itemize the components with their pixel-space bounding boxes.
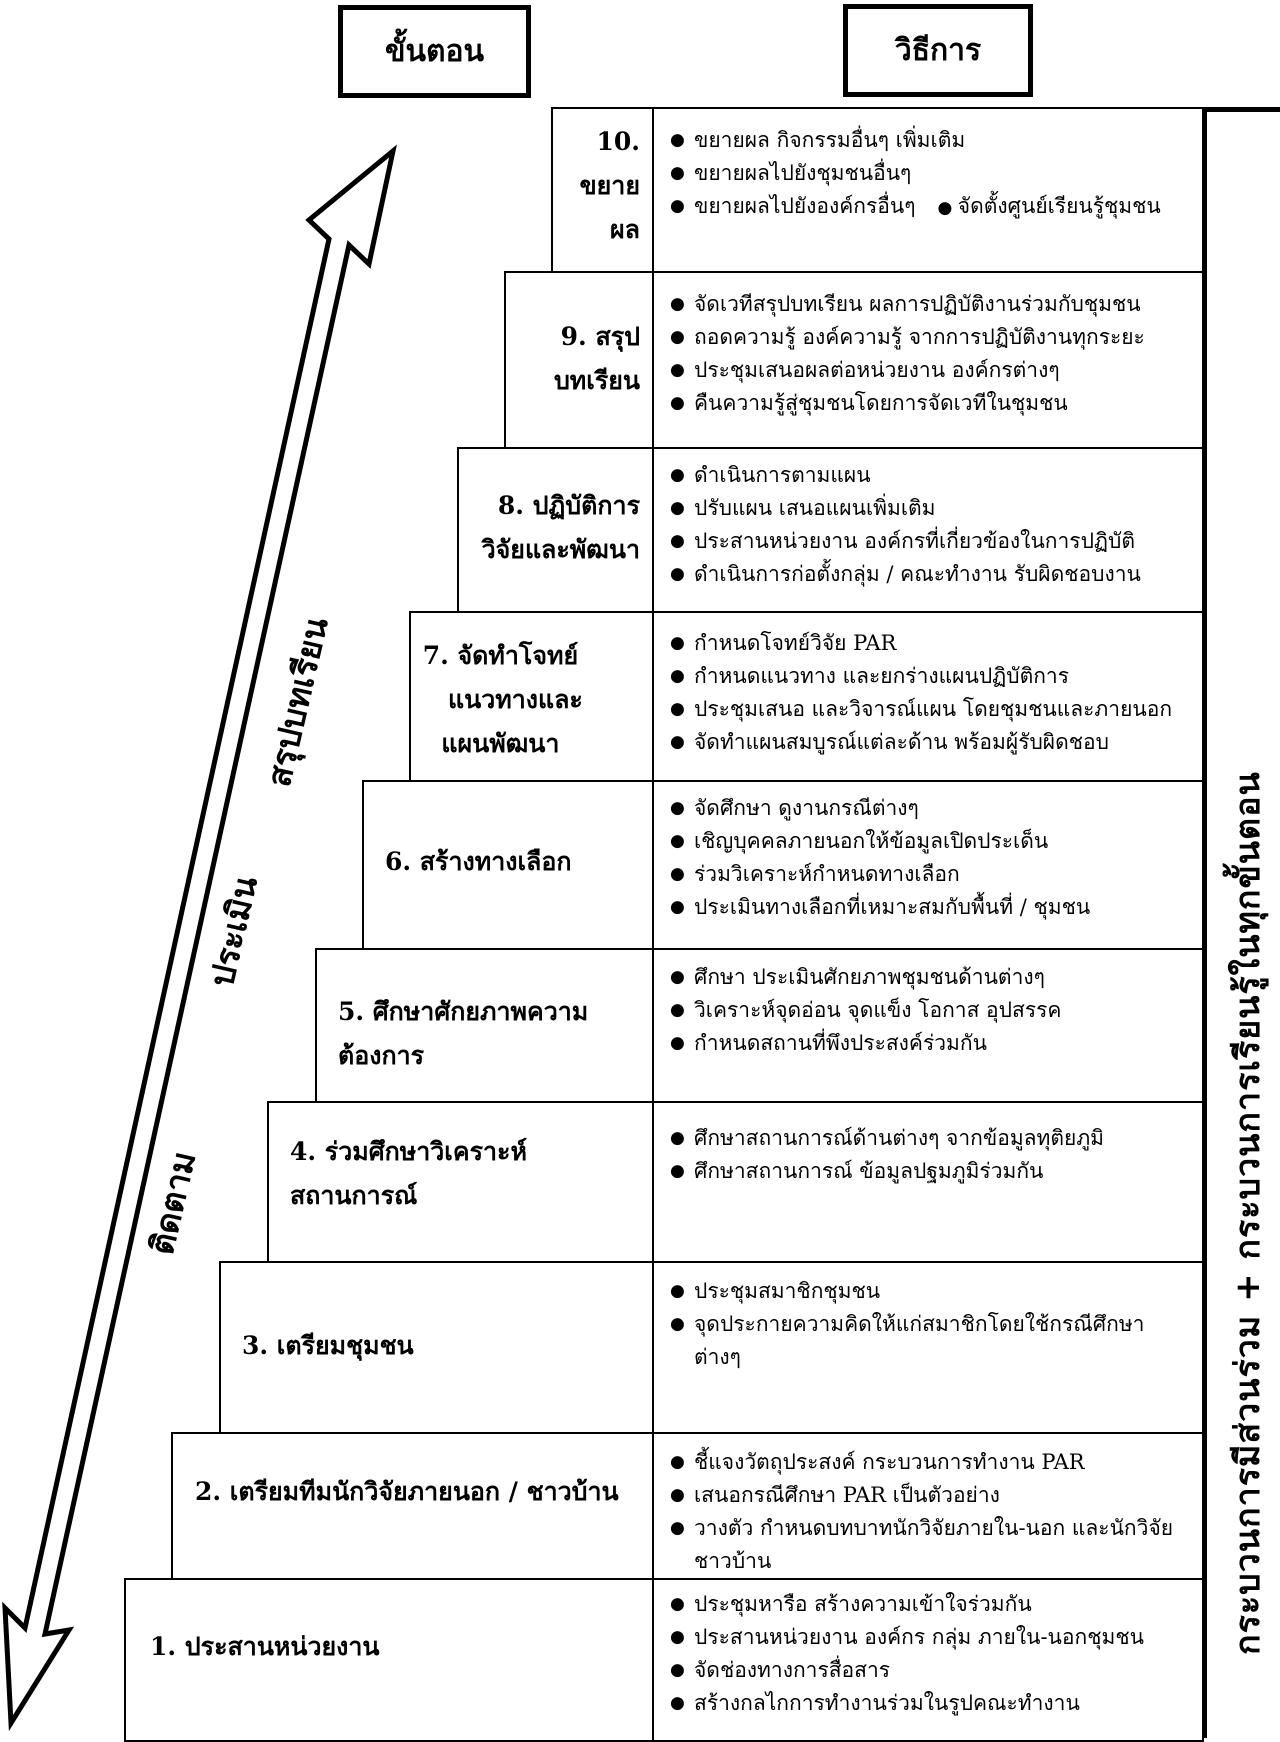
step-title-line: ขยาย [579,171,640,200]
method-item: กำหนดสถานที่พึงประสงค์ร่วมกัน [670,1027,1194,1060]
method-item: ดำเนินการตามแผน [670,459,1194,492]
step-title-line: 9. สรุป [560,322,640,351]
step-title-line: 2. เตรียมทีมนักวิจัยภายนอก / ชาวบ้าน [195,1477,619,1506]
step-methods-10: ขยายผล กิจกรรมอื่นๆ เพิ่มเติมขยายผลไปยัง… [670,124,1194,225]
step-divider [652,1432,654,1578]
method-item: จัดทำแผนสมบูรณ์แต่ละด้าน พร้อมผู้รับผิดช… [670,726,1194,759]
method-item: ปรับแผน เสนอแผนเพิ่มเติม [670,492,1194,525]
method-item: เสนอกรณีศึกษา PAR เป็นตัวอย่าง [670,1479,1194,1512]
step-title-line: 3. เตรียมชุมชน [242,1331,414,1360]
method-item: คืนความรู้สู่ชุมชนโดยการจัดเวทีในชุมชน [670,387,1194,420]
method-item: เชิญบุคคลภายนอกให้ข้อมูลเปิดประเด็น [670,825,1194,858]
step-methods-5: ศึกษา ประเมินศักยภาพชุมชนด้านต่างๆวิเครา… [670,961,1194,1060]
step-divider [652,107,654,271]
steps-header: ขั้นตอน [338,5,531,98]
step-title-line: 1. ประสานหน่วยงาน [150,1632,380,1661]
method-item: ถอดความรู้ องค์ความรู้ จากการปฏิบัติงานท… [670,321,1194,354]
step-divider [652,447,654,611]
step-title-line: สถานการณ์ [290,1181,418,1210]
method-item: ร่วมวิเคราะห์กำหนดทางเลือก [670,858,1194,891]
step-title-6: 6. สร้างทางเลือก [385,840,571,884]
method-item: ศึกษาสถานการณ์ ข้อมูลปฐมภูมิร่วมกัน [670,1155,1194,1188]
methods-header: วิธีการ [843,4,1033,97]
bullet-icon: ● [937,198,958,218]
arrow-shape [2,144,397,1732]
method-item: ขยายผลไปยังองค์กรอื่นๆ [694,194,916,218]
step-divider [652,611,654,780]
step-methods-2: ชี้แจงวัตถุประสงค์ กระบวนการทำงาน PARเสน… [670,1446,1194,1578]
step-title-line: 4. ร่วมศึกษาวิเคราะห์ [290,1137,527,1166]
step-title-line: วิจัยและพัฒนา [481,535,640,564]
step-title-7: 7. จัดทำโจทย์แนวทางและแผนพัฒนา [418,634,583,766]
method-item: จุดประกายความคิดให้แก่สมาชิกโดยใช้กรณีศึ… [670,1308,1194,1374]
method-item: ศึกษา ประเมินศักยภาพชุมชนด้านต่างๆ [670,961,1194,994]
method-item: ประสานหน่วยงาน องค์กร กลุ่ม ภายใน-นอกชุม… [670,1621,1194,1654]
method-item: วิเคราะห์จุดอ่อน จุดแข็ง โอกาส อุปสรรค [670,994,1194,1027]
method-item: ชี้แจงวัตถุประสงค์ กระบวนการทำงาน PAR [670,1446,1194,1479]
step-divider [652,1578,654,1740]
step-title-line: 10. [596,127,641,156]
step-title-line: 6. สร้างทางเลือก [385,847,572,876]
step-divider [652,1101,654,1261]
method-item-row: ขยายผลไปยังองค์กรอื่นๆ ● จัดตั้งศูนย์เรีย… [670,190,1194,225]
step-methods-1: ประชุมหารือ สร้างความเข้าใจร่วมกันประสาน… [670,1588,1194,1720]
step-title-line: แผนพัฒนา [441,729,560,758]
method-item: วางตัว กำหนดบทบาทนักวิจัยภายใน-นอก และนั… [670,1512,1194,1578]
method-item: กำหนดโจทย์วิจัย PAR [670,627,1194,660]
step-methods-9: จัดเวทีสรุปบทเรียน ผลการปฏิบัติงานร่วมกั… [670,288,1194,420]
step-title-line: 5. ศึกษาศักยภาพความ [338,997,589,1026]
method-item: ประชุมเสนอ และวิจารณ์แผน โดยชุมชนและภายน… [670,693,1194,726]
step-methods-6: จัดศึกษา ดูงานกรณีต่างๆเชิญบุคคลภายนอกให… [670,792,1194,924]
step-methods-8: ดำเนินการตามแผนปรับแผน เสนอแผนเพิ่มเติมป… [670,459,1194,591]
step-divider [652,1261,654,1432]
method-item: ประเมินทางเลือกที่เหมาะสมกับพื้นที่ / ชุ… [670,891,1194,924]
step-title-3: 3. เตรียมชุมชน [242,1324,414,1368]
method-item: ประชุมสมาชิกชุมชน [670,1275,1194,1308]
step-divider [652,271,654,447]
method-item: ดำเนินการก่อตั้งกลุ่ม / คณะทำงาน รับผิดช… [670,558,1194,591]
step-title-5: 5. ศึกษาศักยภาพความต้องการ [338,990,588,1078]
step-title-line: ผล [610,215,640,244]
side-label-panel [1202,107,1280,1738]
step-title-line: แนวทางและ [448,685,583,714]
step-divider [652,948,654,1101]
step-divider [652,780,654,948]
step-title-line: ต้องการ [338,1041,425,1070]
step-title-9: 9. สรุปบทเรียน [554,315,640,403]
method-item: จัดศึกษา ดูงานกรณีต่างๆ [670,792,1194,825]
method-item: ขยายผล กิจกรรมอื่นๆ เพิ่มเติม [670,124,1194,157]
step-title-2: 2. เตรียมทีมนักวิจัยภายนอก / ชาวบ้าน [195,1470,619,1514]
method-item: ขยายผลไปยังชุมชนอื่นๆ [670,157,1194,190]
method-item: ประชุมเสนอผลต่อหน่วยงาน องค์กรต่างๆ [670,354,1194,387]
step-title-line: 8. ปฏิบัติการ [497,491,640,520]
method-item: สร้างกลไกการทำงานร่วมในรูปคณะทำงาน [670,1687,1194,1720]
step-methods-7: กำหนดโจทย์วิจัย PARกำหนดแนวทาง และยกร่าง… [670,627,1194,759]
step-title-4: 4. ร่วมศึกษาวิเคราะห์สถานการณ์ [290,1130,527,1218]
method-item: ประชุมหารือ สร้างความเข้าใจร่วมกัน [670,1588,1194,1621]
method-item: กำหนดแนวทาง และยกร่างแผนปฏิบัติการ [670,660,1194,693]
method-item: ประสานหน่วยงาน องค์กรที่เกี่ยวข้องในการป… [670,525,1194,558]
step-title-line: บทเรียน [553,366,640,395]
method-item: จัดเวทีสรุปบทเรียน ผลการปฏิบัติงานร่วมกั… [670,288,1194,321]
method-item: จัดตั้งศูนย์เรียนรู้ชุมชน [957,194,1161,218]
step-title-line: 7. จัดทำโจทย์ [422,641,579,670]
step-title-10: 10. ขยายผล [580,120,640,252]
step-methods-4: ศึกษาสถานการณ์ด้านต่างๆ จากข้อมูลทุติยภู… [670,1122,1194,1188]
method-item: ศึกษาสถานการณ์ด้านต่างๆ จากข้อมูลทุติยภู… [670,1122,1194,1155]
step-methods-3: ประชุมสมาชิกชุมชนจุดประกายความคิดให้แก่ส… [670,1275,1194,1374]
step-title-1: 1. ประสานหน่วยงาน [150,1625,380,1669]
step-title-8: 8. ปฏิบัติการวิจัยและพัฒนา [482,484,640,572]
method-item: จัดช่องทางการสื่อสาร [670,1654,1194,1687]
